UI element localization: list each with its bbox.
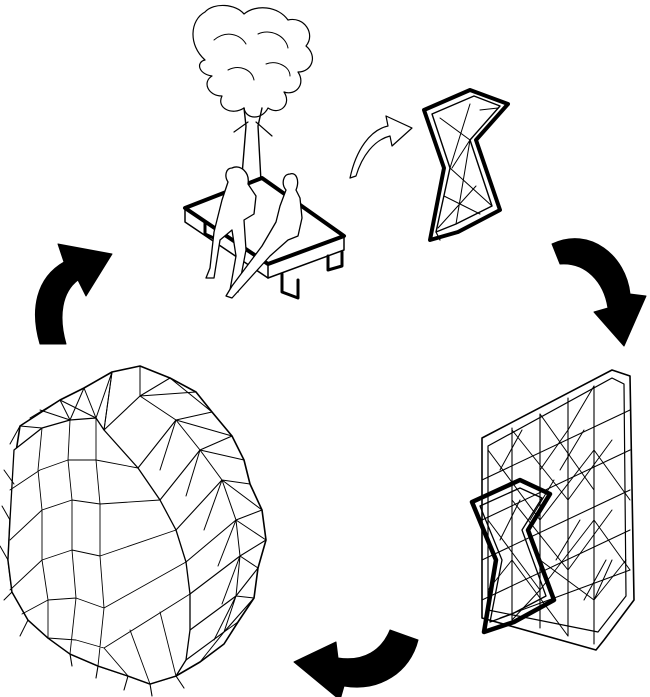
truss-panel-icon — [469, 369, 635, 651]
truss-module-icon — [422, 88, 510, 242]
curved-arrow-outline-icon — [349, 115, 413, 179]
curved-arrow-icon — [35, 243, 113, 345]
bench-with-tree-icon — [183, 4, 346, 300]
curved-arrow-icon — [293, 629, 419, 697]
curved-arrow-icon — [551, 238, 647, 347]
truss-pavilion-icon — [0, 365, 267, 697]
